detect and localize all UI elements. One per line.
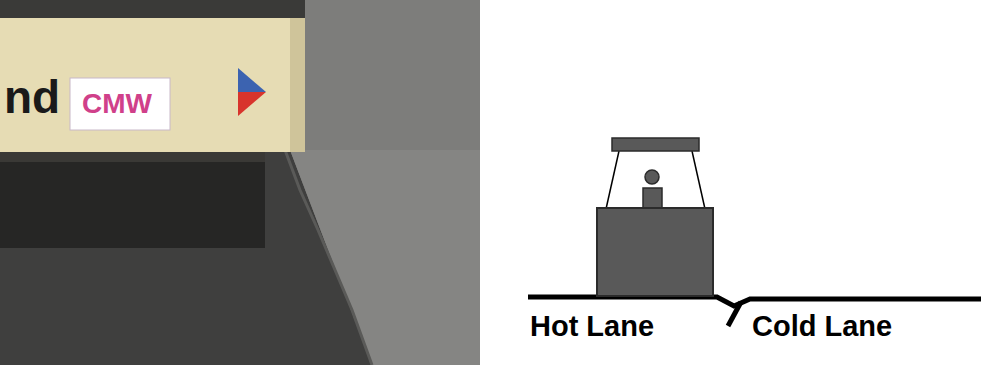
roller-frame	[0, 0, 305, 152]
lane-label: Hot Lane	[530, 310, 654, 343]
roller-drum	[0, 150, 265, 248]
lane-label: Cold Lane	[752, 310, 892, 343]
logo-triangle-red	[238, 92, 266, 116]
asphalt-surface	[0, 0, 480, 365]
canopy-post	[692, 151, 705, 209]
frame-top	[0, 0, 305, 18]
operator-body	[643, 188, 662, 209]
logo-triangle-blue	[238, 68, 266, 92]
roller-body	[597, 208, 713, 296]
logo-sticker	[70, 78, 170, 130]
brand-text: nd	[4, 70, 60, 124]
logo-text: CMW	[82, 88, 152, 120]
frame-edge	[290, 0, 305, 152]
pavement-line	[528, 297, 981, 306]
canopy-post	[606, 151, 619, 209]
joint-mark	[728, 302, 741, 326]
roller-canopy	[612, 138, 699, 151]
cold-mat	[290, 150, 480, 365]
longitudinal-joint	[285, 150, 372, 365]
operator-head	[645, 170, 659, 184]
